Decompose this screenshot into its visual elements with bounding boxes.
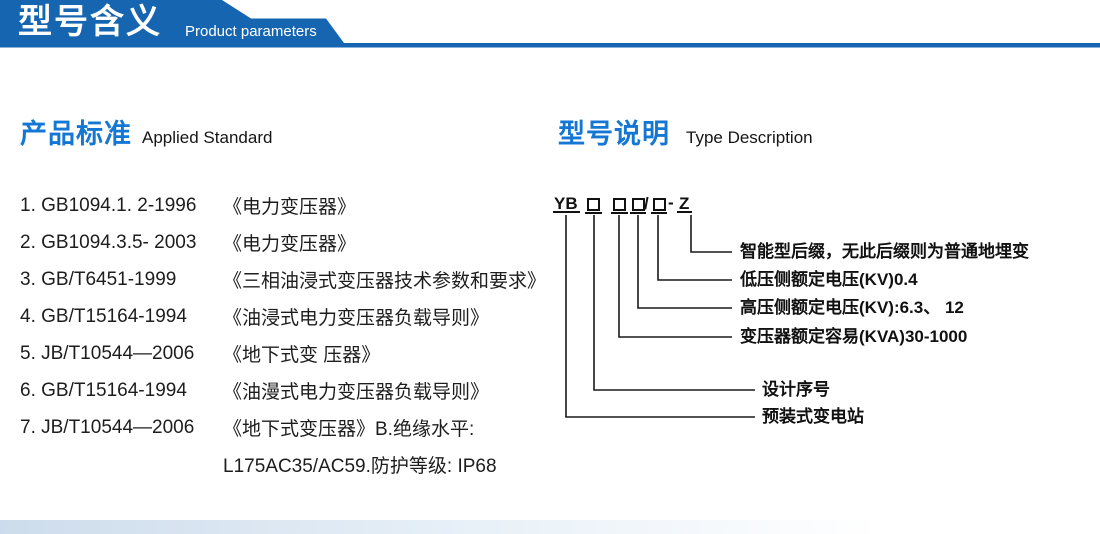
standards-list: 1. GB1094.1. 2-1996 《电力变压器》 2. GB1094.3.… (20, 187, 546, 483)
model-label-rated-capacity: 变压器额定容易(KVA)30-1000 (740, 327, 968, 346)
banner-subtitle: Product parameters (185, 23, 317, 40)
standard-title: 《油浸式电力变压器负载导则》 (223, 308, 490, 329)
model-label-lv-voltage: 低压侧额定电压(KV)0.4 (740, 270, 918, 289)
top-banner: 型号含义 Product parameters (0, 0, 1100, 48)
model-code-prefix: YB (554, 194, 578, 213)
standard-title: L175AC35/AC59.防护等级: IP68 (223, 456, 497, 477)
type-description-heading: 型号说明 Type Description (558, 112, 813, 151)
standard-code: 3. GB/T6451-1999 (20, 268, 177, 290)
model-code-box-capacity (613, 198, 626, 211)
standard-title: 《地下式变压器》B.绝缘水平: (223, 419, 475, 440)
code-underline (630, 212, 646, 214)
list-item: 4. GB/T15164-1994 《油浸式电力变压器负载导则》 (20, 298, 540, 335)
standard-code: 6. GB/T15164-1994 (20, 379, 187, 401)
code-underline (677, 211, 692, 213)
applied-standard-heading-en: Applied Standard (142, 128, 273, 147)
list-item: 1. GB1094.1. 2-1996 《电力变压器》 (20, 187, 540, 224)
model-label-design-number: 设计序号 (762, 380, 830, 399)
list-item: 5. JB/T10544—2006 《地下式变 压器》 (20, 335, 540, 372)
applied-standard-heading: 产品标准 Applied Standard (20, 112, 272, 151)
code-underline (585, 212, 602, 214)
standard-code: 4. GB/T15164-1994 (20, 305, 187, 327)
list-item-continuation: L175AC35/AC59.防护等级: IP68 (20, 446, 540, 483)
standard-code: 7. JB/T10544—2006 (20, 416, 195, 438)
model-code-box-lv (653, 198, 666, 211)
bottom-gradient-bar (0, 520, 1100, 534)
code-underline (651, 212, 667, 214)
list-item: 6. GB/T15164-1994 《油漫式电力变压器负载导则》 (20, 372, 540, 409)
list-item: 7. JB/T10544—2006 《地下式变压器》B.绝缘水平: (20, 409, 540, 446)
model-label-smart-suffix: 智能型后缀，无此后缀则为普通地埋变 (740, 242, 1029, 261)
standard-title: 《地下式变 压器》 (223, 345, 381, 366)
standard-title: 《电力变压器》 (223, 197, 357, 218)
banner-title: 型号含义 (18, 3, 162, 41)
standard-title: 《油漫式电力变压器负载导则》 (223, 382, 490, 403)
model-code-box-hv (632, 198, 645, 211)
list-item: 2. GB1094.3.5- 2003 《电力变压器》 (20, 224, 540, 261)
type-description-heading-en: Type Description (686, 128, 813, 147)
type-description-heading-zh: 型号说明 (558, 119, 670, 149)
list-item: 3. GB/T6451-1999 《三相油浸式变压器技术参数和要求》 (20, 261, 546, 298)
standard-title: 《三相油浸式变压器技术参数和要求》 (223, 271, 547, 292)
model-label-prefab-substation: 预装式变电站 (762, 407, 864, 426)
standard-code: 2. GB1094.3.5- 2003 (20, 231, 197, 253)
applied-standard-heading-zh: 产品标准 (20, 119, 132, 149)
standard-code: 1. GB1094.1. 2-1996 (20, 194, 197, 216)
code-underline (611, 212, 628, 214)
standard-title: 《电力变压器》 (223, 234, 357, 255)
model-code-suffix: Z (679, 194, 690, 213)
code-underline (553, 211, 580, 213)
standard-code: 5. JB/T10544—2006 (20, 342, 195, 364)
model-code-box-design (587, 198, 600, 211)
model-code-slash: / (644, 194, 649, 213)
model-label-hv-voltage: 高压侧额定电压(KV):6.3、 12 (740, 298, 964, 317)
model-code-dash: - (668, 193, 674, 212)
